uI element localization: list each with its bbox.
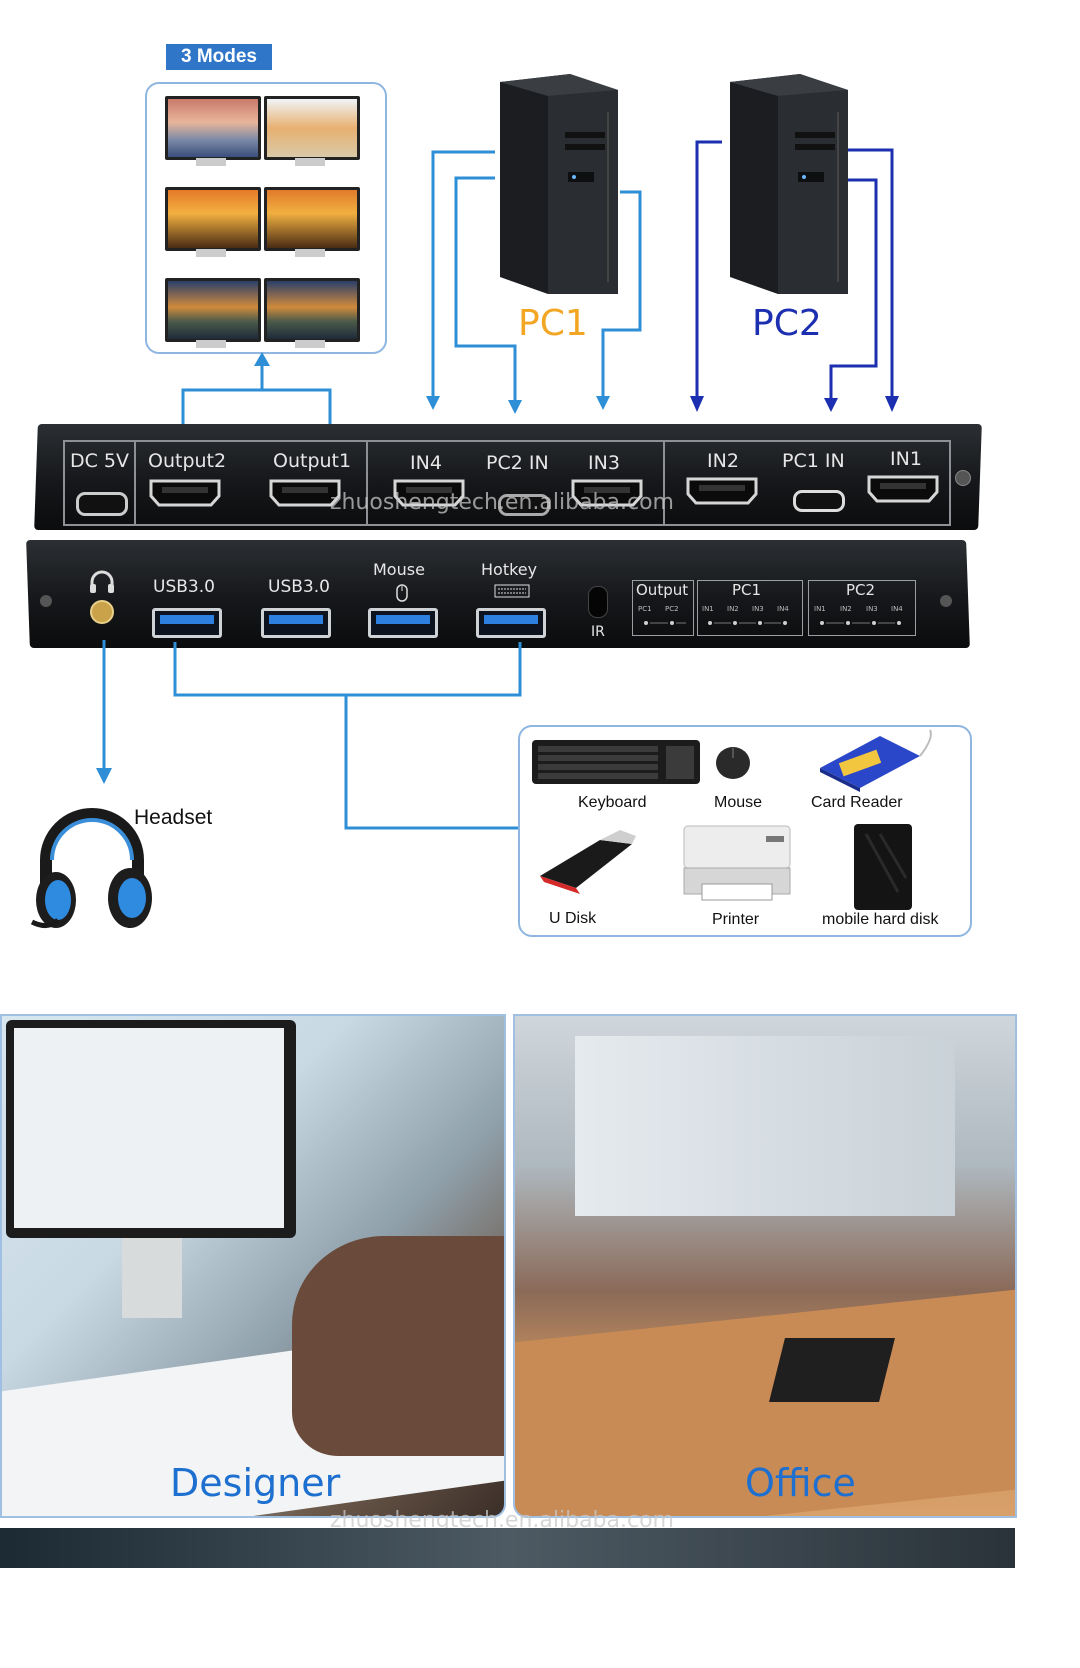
office-laptop xyxy=(769,1338,895,1402)
headset-icon xyxy=(30,808,152,928)
led-label: PC1 xyxy=(638,605,652,613)
screw-icon xyxy=(940,595,952,607)
mouse-icon xyxy=(396,584,408,602)
pc1-tower-icon xyxy=(500,74,618,294)
led-label: IN2 xyxy=(727,605,739,613)
hard-disk-icon xyxy=(854,824,912,910)
office-window xyxy=(575,1036,955,1216)
u-disk-label: U Disk xyxy=(549,910,597,927)
pc2-led-title: PC2 xyxy=(846,581,876,599)
u-disk-icon xyxy=(540,830,636,894)
pc1-in-label: PC1 IN xyxy=(782,450,845,472)
usbc-dc-port xyxy=(76,492,128,516)
connection-lines-lower xyxy=(96,640,522,830)
mode-single-thumb-b xyxy=(264,96,360,160)
led-label: IN4 xyxy=(891,605,903,613)
output-led-title: Output xyxy=(636,581,689,599)
ir-label: IR xyxy=(591,624,605,640)
output2-label: Output2 xyxy=(148,450,227,472)
mode-extend-thumb-b xyxy=(264,187,360,251)
hdmi-in4-port xyxy=(393,479,465,507)
led-label: IN3 xyxy=(866,605,878,613)
usbc-pc2-in-port xyxy=(498,494,550,516)
mode-mirror-thumb-b xyxy=(264,278,360,342)
designer-person xyxy=(292,1236,504,1456)
pc1-label: PC1 xyxy=(518,303,588,344)
headset-label: Headset xyxy=(134,806,213,829)
printer-label: Printer xyxy=(712,911,760,928)
ir-sensor xyxy=(588,586,608,618)
dc-label: DC 5V xyxy=(70,450,130,472)
bottom-strip xyxy=(0,1528,1015,1568)
stand xyxy=(295,340,325,348)
usb-b-label: USB3.0 xyxy=(268,577,330,597)
modes-badge: 3 Modes xyxy=(166,44,272,70)
led-dots xyxy=(644,621,901,625)
stand xyxy=(196,249,226,257)
pc2-label: PC2 xyxy=(752,303,822,344)
led-label: IN1 xyxy=(702,605,714,613)
led-label: PC2 xyxy=(665,605,679,613)
pc2-tower-icon xyxy=(730,74,848,294)
divider xyxy=(663,440,665,524)
mouse-label: Mouse xyxy=(714,794,763,811)
divider xyxy=(134,440,136,524)
hdmi-output2-port xyxy=(149,479,221,507)
connection-lines-upper xyxy=(181,140,899,428)
in3-label: IN3 xyxy=(588,452,620,474)
in2-label: IN2 xyxy=(707,450,739,472)
printer-icon xyxy=(683,825,791,901)
audio-jack xyxy=(90,600,114,624)
front-panel-frame xyxy=(63,440,951,526)
usb-port-1 xyxy=(152,608,222,638)
led-label: IN3 xyxy=(752,605,764,613)
screw-icon xyxy=(40,595,52,607)
divider xyxy=(366,440,368,524)
screw-icon xyxy=(955,470,971,486)
in1-label: IN1 xyxy=(890,448,922,470)
keyboard-device-icon xyxy=(532,740,700,784)
headphone-icon xyxy=(90,570,114,593)
mouse-port-label: Mouse xyxy=(373,560,425,579)
in4-label: IN4 xyxy=(410,452,442,474)
usb-port-mouse xyxy=(368,608,438,638)
card-reader-icon xyxy=(820,729,932,792)
led-group-pc2 xyxy=(808,580,916,636)
designer-monitor-screen xyxy=(14,1028,284,1228)
stand xyxy=(196,340,226,348)
led-group-output xyxy=(632,580,694,636)
stand xyxy=(295,158,325,166)
output1-label: Output1 xyxy=(273,450,352,472)
pc1-led-title: PC1 xyxy=(732,581,762,599)
office-photo xyxy=(513,1014,1017,1518)
usbc-pc1-in-port xyxy=(793,490,845,512)
usb-a-label: USB3.0 xyxy=(153,577,215,597)
hotkey-port-label: Hotkey xyxy=(481,560,538,579)
mouse-device-icon xyxy=(716,747,750,779)
watermark: zhuoshengtech.en.alibaba.com xyxy=(330,490,674,515)
hdmi-in2-port xyxy=(686,477,758,505)
led-label: IN1 xyxy=(814,605,826,613)
keyboard-icon xyxy=(494,584,530,598)
led-label: IN4 xyxy=(777,605,789,613)
stand xyxy=(196,158,226,166)
hard-disk-label: mobile hard disk xyxy=(822,911,939,928)
usb-port-2 xyxy=(261,608,331,638)
hdmi-in3-port xyxy=(571,479,643,507)
office-caption: Office xyxy=(745,1461,856,1505)
hdmi-in1-port xyxy=(867,475,939,503)
card-reader-label: Card Reader xyxy=(811,794,903,811)
stand xyxy=(295,249,325,257)
designer-caption: Designer xyxy=(170,1461,341,1505)
led-group-pc1 xyxy=(697,580,803,636)
pc2-in-label: PC2 IN xyxy=(486,452,549,474)
usb-port-hotkey xyxy=(476,608,546,638)
keyboard-label: Keyboard xyxy=(578,794,647,811)
designer-monitor-stand xyxy=(122,1238,182,1318)
designer-photo xyxy=(0,1014,506,1518)
hdmi-output1-port xyxy=(269,479,341,507)
led-label: IN2 xyxy=(840,605,852,613)
